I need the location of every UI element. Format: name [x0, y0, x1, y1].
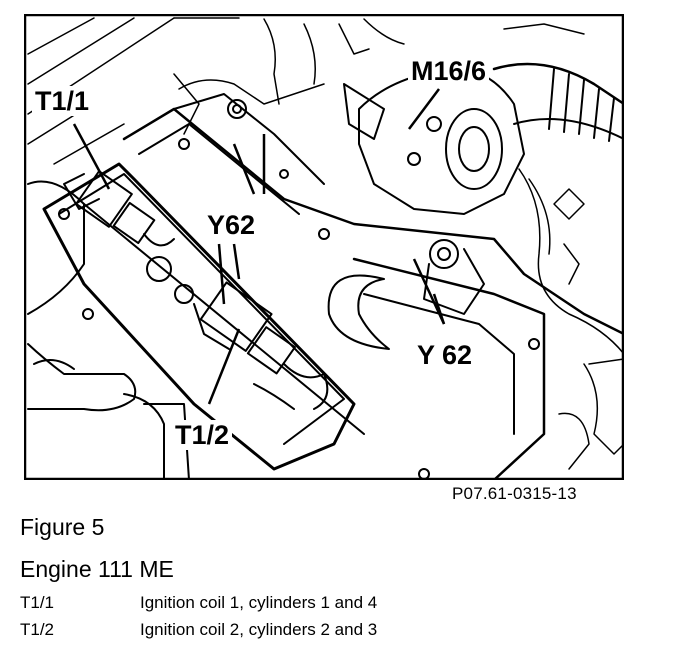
cylinder-head — [122, 107, 624, 336]
callout-leaders — [72, 88, 446, 405]
left-fender — [27, 180, 85, 315]
ignition-coil-2 — [193, 281, 329, 410]
diagram-frame — [24, 14, 624, 480]
valve-cover — [42, 162, 356, 471]
engine-diagram: T1/1 M16/6 Y62 Y 62 T1/2 — [24, 14, 624, 480]
ignition-coil-1 — [63, 170, 194, 304]
vacuum-hose-loop — [327, 274, 390, 350]
figure-subtitle: Engine 111 ME — [20, 556, 174, 582]
callout-m16-6: M16/6 — [408, 56, 490, 86]
callout-y62-lower: Y 62 — [414, 340, 476, 370]
figure-reference-code: P07.61-0315-13 — [452, 484, 577, 503]
callout-y62-upper: Y62 — [204, 210, 259, 240]
legend-code: T1/2 — [20, 620, 55, 639]
legend-description: Ignition coil 1, cylinders 1 and 4 — [140, 593, 378, 612]
wiring — [173, 18, 624, 470]
callout-t1-2: T1/2 — [172, 420, 233, 450]
intake-hose — [492, 62, 624, 106]
callout-t1-1: T1/1 — [32, 86, 93, 116]
legend-description: Ignition coil 2, cylinders 2 and 3 — [140, 620, 378, 639]
legend-code: T1/1 — [20, 593, 55, 612]
engine-drawing — [24, 14, 624, 480]
engine-block — [352, 257, 546, 480]
figure-title: Figure 5 — [20, 514, 105, 540]
